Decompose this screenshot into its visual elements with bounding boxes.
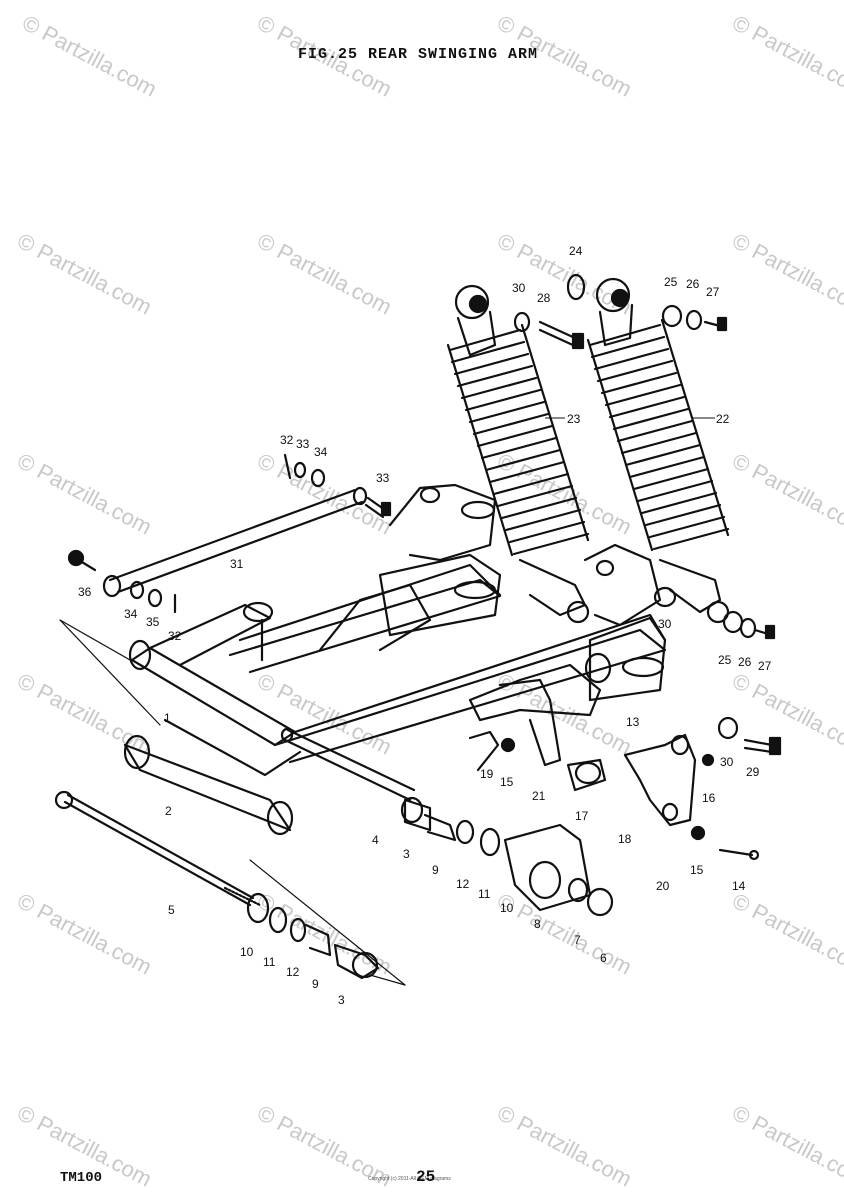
nut — [500, 737, 516, 753]
part-label: 25 — [718, 653, 732, 667]
washer — [268, 906, 288, 934]
part-label: 14 — [732, 879, 746, 893]
bolt — [538, 320, 577, 348]
part-label: 36 — [78, 585, 92, 599]
pivot-shaft — [283, 738, 412, 802]
washer — [661, 304, 683, 328]
copyright-note: Copyright (c) 2011-All OEM diagrams — [368, 1176, 451, 1182]
part-label: 32 — [280, 433, 294, 447]
nut — [739, 617, 757, 639]
nut — [586, 887, 614, 917]
part-label: 12 — [286, 965, 300, 979]
part-label: 4 — [372, 833, 379, 847]
part-label: 27 — [758, 659, 772, 673]
part-label: 15 — [500, 775, 514, 789]
washer — [567, 877, 589, 903]
part-label: 32 — [168, 629, 182, 643]
part-label: 16 — [702, 791, 716, 805]
washer — [289, 917, 307, 943]
rear-shock-left — [446, 284, 590, 624]
pivot-sleeve — [123, 743, 292, 832]
part-label: 30 — [720, 755, 734, 769]
part-label: 27 — [706, 285, 720, 299]
part-label: 6 — [600, 951, 607, 965]
part-label: 11 — [478, 887, 491, 901]
part-label: 2 — [165, 804, 172, 818]
part-label: 30 — [658, 617, 672, 631]
part-label: 12 — [456, 877, 470, 891]
cross-rod — [108, 488, 364, 594]
part-label: 17 — [575, 809, 589, 823]
washer — [722, 610, 744, 634]
part-label: 5 — [168, 903, 175, 917]
part-label: 20 — [656, 879, 670, 893]
part-label: 26 — [686, 277, 700, 291]
washer — [479, 827, 501, 857]
part-label: 25 — [664, 275, 678, 289]
swing-arm-lower-brace — [163, 718, 302, 777]
swing-arm-tube-end — [128, 639, 152, 671]
bushing — [351, 951, 379, 979]
part-label: 26 — [738, 655, 752, 669]
part-label: 8 — [534, 917, 541, 931]
nut — [685, 309, 703, 331]
washer — [455, 819, 475, 845]
nut — [690, 825, 706, 841]
part-label: 18 — [618, 832, 632, 846]
part-label: 29 — [746, 765, 760, 779]
pivot-bolt — [63, 800, 252, 907]
part-label: 19 — [480, 767, 494, 781]
part-label: 24 — [569, 244, 583, 258]
page-number: 25 — [416, 1168, 436, 1186]
part-label: 7 — [574, 933, 581, 947]
swing-arm-left-arm — [228, 578, 502, 674]
washer — [513, 311, 531, 333]
part-label: 9 — [432, 863, 439, 877]
part-label: 9 — [312, 977, 319, 991]
shock-mount-bracket-left — [388, 483, 497, 562]
washer — [246, 892, 270, 924]
part-label: 11 — [263, 955, 276, 969]
part-label: 10 — [240, 945, 254, 959]
rear-shock-right — [586, 277, 730, 624]
part-label: 34 — [124, 607, 138, 621]
part-label: 3 — [403, 847, 410, 861]
part-label: 31 — [230, 557, 244, 571]
swing-arm-left-leg — [148, 603, 272, 667]
part-label: 34 — [314, 445, 328, 459]
part-label: 35 — [146, 615, 160, 629]
bolt — [743, 738, 774, 754]
washer — [566, 273, 586, 301]
swing-arm-right-arm — [273, 628, 667, 764]
figure-title: FIG.25 REAR SWINGING ARM — [298, 46, 539, 63]
swing-arm-pivot-tube — [130, 646, 297, 747]
part-label: 13 — [626, 715, 640, 729]
part-label: 28 — [537, 291, 551, 305]
part-label: 3 — [338, 993, 345, 1007]
part-label: 30 — [512, 281, 526, 295]
part-label: 15 — [690, 863, 704, 877]
part-label: 33 — [376, 471, 390, 485]
part-label: 22 — [716, 412, 730, 426]
shock-mount-bracket-right — [583, 543, 662, 627]
part-label: 33 — [296, 437, 310, 451]
axle-slot — [621, 656, 665, 678]
nut — [701, 753, 715, 767]
model-code: TM100 — [60, 1170, 103, 1186]
part-label: 10 — [500, 901, 514, 915]
part-label: 23 — [567, 412, 581, 426]
part-label: 21 — [532, 789, 546, 803]
part-label: 1 — [164, 711, 171, 725]
washer — [717, 716, 739, 740]
brake-arm — [498, 678, 562, 767]
